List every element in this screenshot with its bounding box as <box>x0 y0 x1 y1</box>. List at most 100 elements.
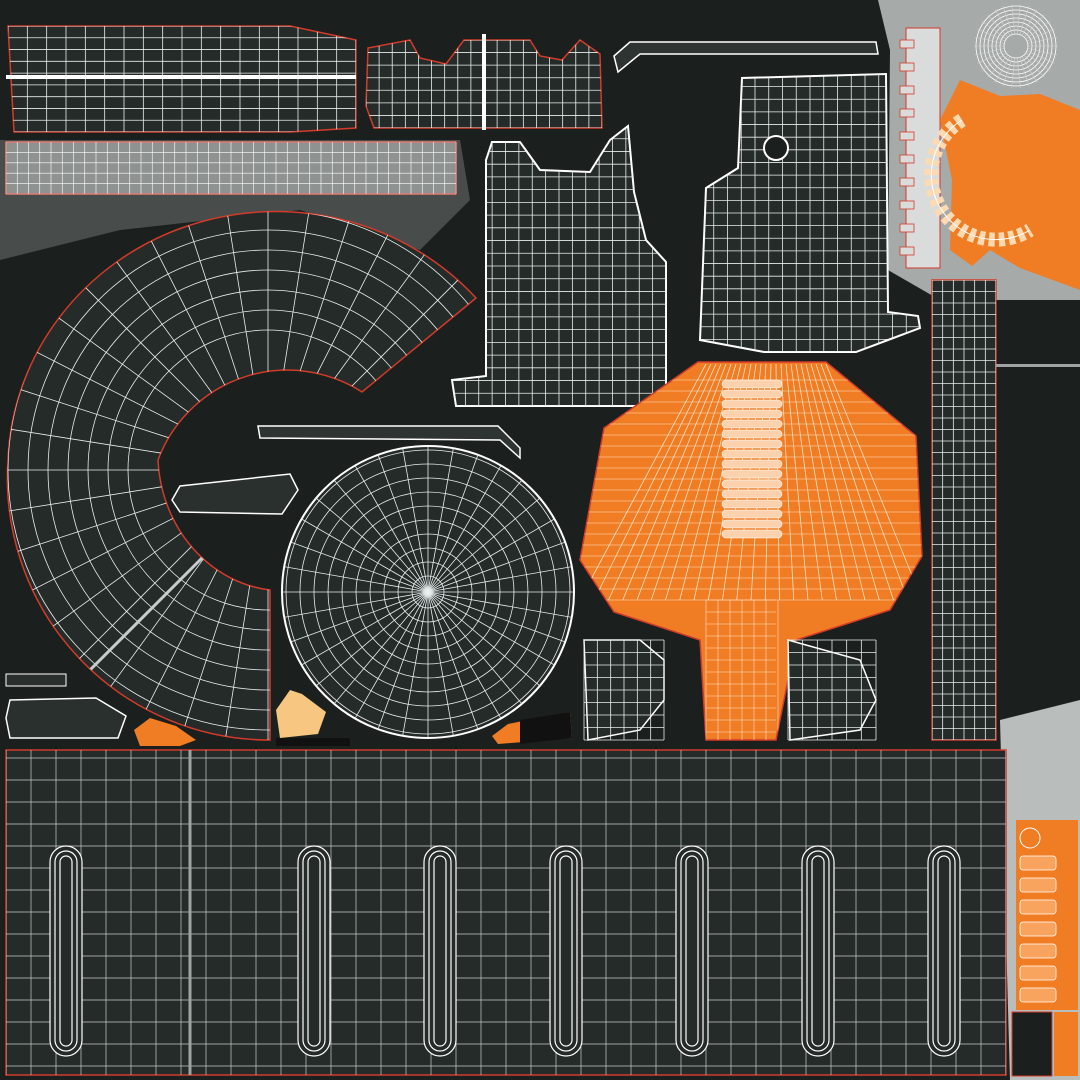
disc-ring <box>397 561 459 623</box>
fan-pleat <box>721 399 783 409</box>
comb-tooth <box>899 177 915 187</box>
bottom-slot <box>685 855 699 1047</box>
fan-ray <box>805 363 866 601</box>
comb-tooth <box>899 131 915 141</box>
disc-spoke <box>401 591 429 738</box>
disc-ring <box>327 491 529 693</box>
bottom-slot <box>801 845 835 1057</box>
disc-spoke <box>427 591 570 644</box>
disc-spoke <box>297 516 429 593</box>
bottom-slot <box>675 845 709 1057</box>
fan-pleat <box>721 439 783 449</box>
fan-ray <box>785 363 809 601</box>
disc-ring <box>313 477 543 707</box>
disc-ring <box>299 463 557 721</box>
disc-spoke <box>352 461 429 593</box>
disc-spoke <box>427 516 559 593</box>
ring-spoke <box>1027 36 1058 44</box>
fan-pleat <box>721 489 783 499</box>
fan-pleat <box>721 519 783 529</box>
fan-ray <box>622 363 722 601</box>
disc-spoke <box>376 591 429 734</box>
front-torso-panel <box>450 124 667 407</box>
ring-spoke <box>1025 21 1051 40</box>
fan-pleat <box>721 469 783 479</box>
fan-ray <box>825 363 922 601</box>
orange-fan-panel <box>579 361 923 741</box>
bottom-slot <box>59 855 73 1047</box>
fan-pleat <box>721 429 783 439</box>
bottom-slot <box>559 855 573 1047</box>
bottom-slot <box>937 855 951 1047</box>
ring-spoke <box>977 50 1006 64</box>
orange-tab <box>1019 921 1057 937</box>
disc-ring <box>383 547 473 637</box>
disc-spoke <box>312 495 429 593</box>
disc-spoke <box>427 591 504 723</box>
fan-pleat <box>721 479 783 489</box>
ring-spoke <box>1021 56 1038 83</box>
ring-spoke <box>1011 57 1016 88</box>
disc-spoke <box>427 495 544 593</box>
disc-spoke <box>427 591 455 738</box>
thin-top-strip <box>613 41 879 74</box>
orange-tab <box>1019 899 1057 915</box>
bottom-slot <box>297 845 331 1057</box>
ring-spoke <box>1002 57 1013 87</box>
back-torso-panel <box>698 72 922 353</box>
disc-spoke <box>427 591 544 689</box>
disc-spoke <box>286 540 429 593</box>
ring-spoke <box>981 21 1007 40</box>
small-orange-pieces <box>134 690 572 746</box>
orange-tab <box>1019 943 1057 959</box>
bottom-slot <box>811 855 825 1047</box>
orange-tab <box>1019 987 1057 1003</box>
ring-spoke <box>994 56 1011 83</box>
ring-spoke <box>977 28 1006 42</box>
bottom-slot <box>680 850 704 1052</box>
ring-spoke <box>994 9 1011 36</box>
fan-pleat <box>721 509 783 519</box>
comb-tooth <box>899 85 915 95</box>
ring-spoke <box>987 14 1009 38</box>
disc-ring <box>411 575 445 609</box>
comb-tooth <box>899 39 915 49</box>
comb-tooth <box>899 200 915 210</box>
fan-ray <box>593 363 712 601</box>
ring-spoke <box>1023 54 1045 78</box>
orange-tab <box>1019 855 1057 871</box>
small-capsule-pieces <box>5 473 299 739</box>
round-disc-panel <box>281 445 575 739</box>
orange-tab-ring <box>1019 827 1041 849</box>
disc-spoke <box>401 446 429 593</box>
disc-spoke <box>376 450 429 593</box>
disc-spoke <box>282 565 429 593</box>
fan-ray <box>815 363 894 601</box>
ring-spoke <box>974 48 1005 56</box>
comb-tooth <box>899 223 915 233</box>
disc-ring <box>355 519 501 665</box>
arc-ring-line <box>27 229 477 711</box>
fan-ray <box>795 363 837 601</box>
arc-ring-line <box>7 211 477 731</box>
sleeve-piece-left <box>583 639 665 741</box>
bottom-slot <box>927 845 961 1057</box>
ring-hole <box>1006 36 1026 56</box>
disc-ring <box>285 449 571 735</box>
ring-spoke <box>1026 50 1055 64</box>
disc-spoke <box>331 591 429 708</box>
bottom-slot <box>433 855 447 1047</box>
fan-pleat <box>721 499 783 509</box>
comb-strip <box>899 27 941 269</box>
ring-spoke <box>974 36 1005 44</box>
disc-spoke <box>427 591 480 734</box>
bottom-wide-panel <box>5 749 1007 1076</box>
disc-spoke <box>312 591 429 689</box>
fan-ray <box>810 363 880 601</box>
ring-spoke <box>1026 28 1055 42</box>
disc-spoke <box>427 450 480 593</box>
right-vertical-strip <box>931 279 1080 741</box>
ring-spoke <box>1021 9 1038 36</box>
disc-spoke <box>427 591 574 619</box>
